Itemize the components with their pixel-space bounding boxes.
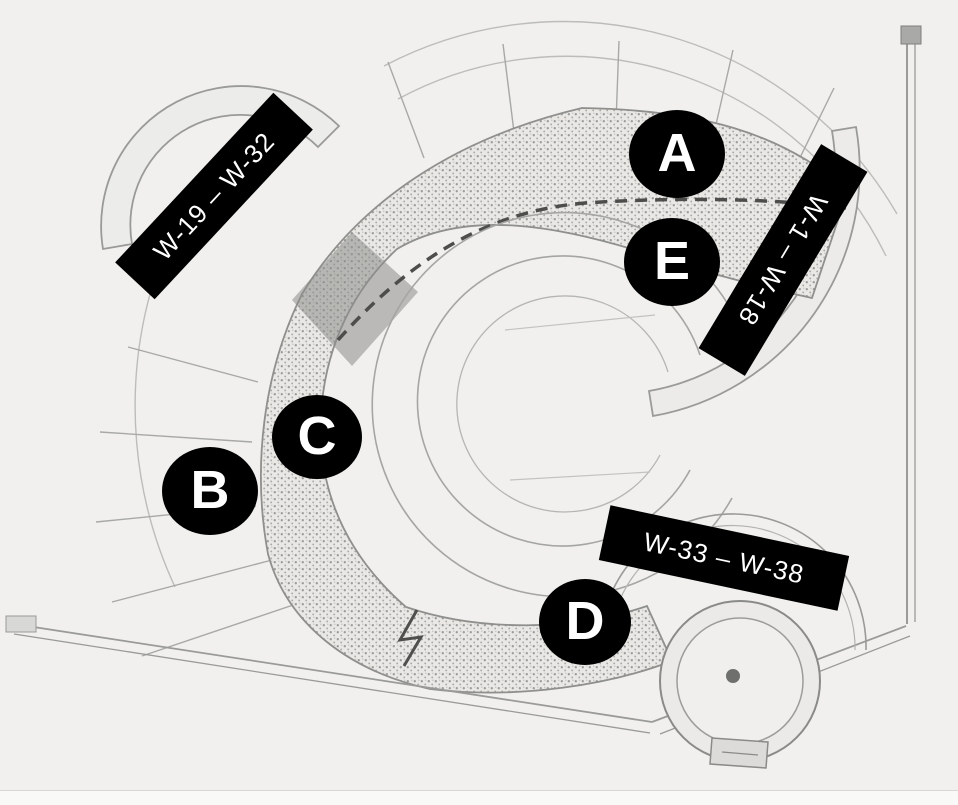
boundary-tick-left: [5, 615, 37, 633]
marker-letter: B: [190, 460, 230, 520]
marker-a[interactable]: A: [629, 110, 725, 198]
circular-plaza: [599, 513, 867, 769]
marker-letter: D: [565, 591, 605, 651]
upper-left-crescent: [100, 85, 341, 251]
marker-letter: A: [657, 123, 697, 183]
marker-c[interactable]: C: [272, 395, 362, 479]
dark-band-segment: [292, 232, 418, 366]
stair-detail: [397, 609, 424, 667]
radial-grid-lines: [95, 40, 835, 657]
marker-letter: C: [297, 406, 337, 466]
marker-b[interactable]: B: [162, 447, 258, 535]
page-edge: [0, 790, 958, 805]
boundary-cap-top-right: [900, 25, 922, 45]
marker-letter: E: [653, 231, 691, 291]
marker-d[interactable]: D: [539, 579, 631, 665]
dashed-centerline: [336, 197, 847, 342]
marker-e[interactable]: E: [624, 218, 720, 306]
